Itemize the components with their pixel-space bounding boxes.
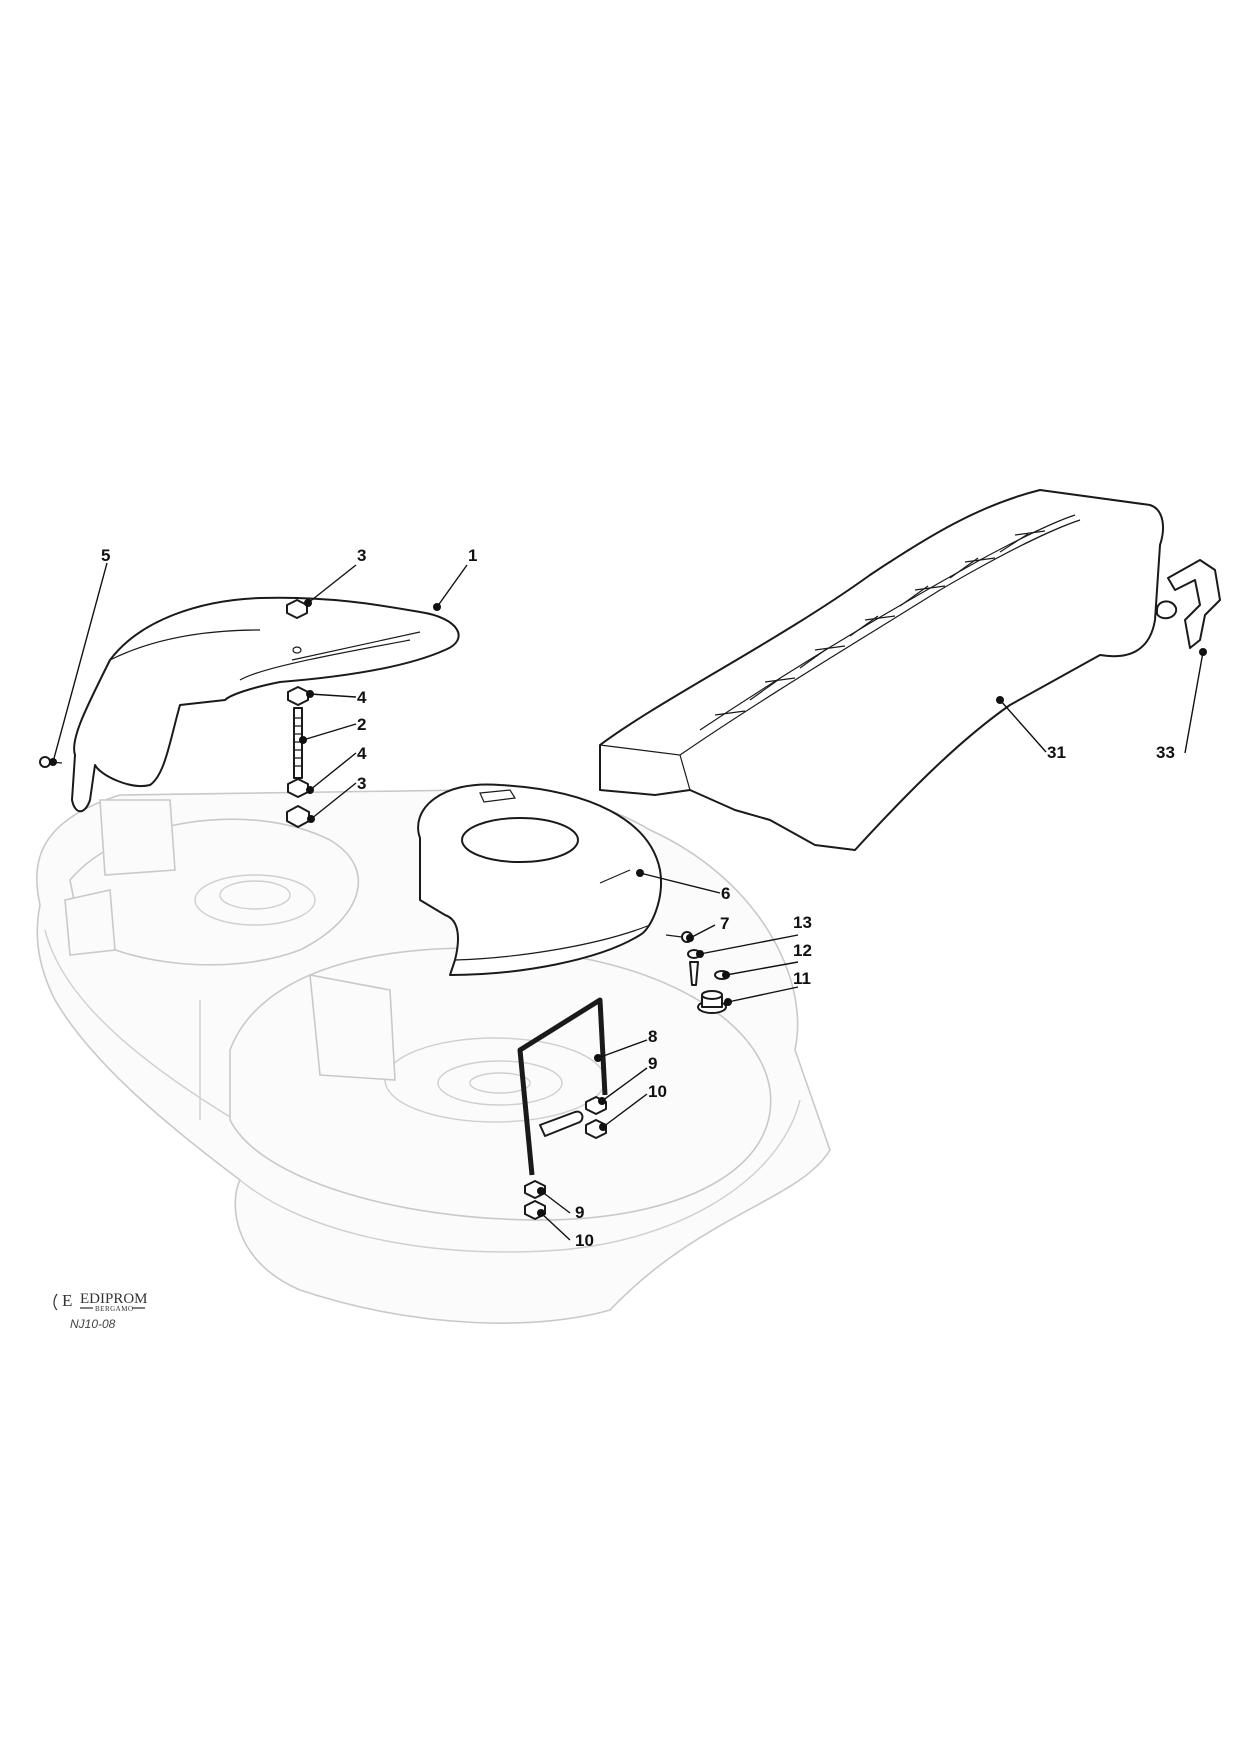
part-9-10-nuts	[524, 1096, 607, 1220]
callout-4-lower: 4	[357, 744, 367, 763]
callout-10-upper: 10	[648, 1082, 667, 1101]
callout-2: 2	[357, 715, 366, 734]
callout-6: 6	[721, 884, 730, 903]
callout-7: 7	[720, 914, 729, 933]
callout-31: 31	[1047, 743, 1066, 762]
ediprom-logo: E EDIPROM BERGAMO	[53, 1291, 148, 1313]
leader-lines	[49, 562, 1207, 1241]
logo-city: BERGAMO	[95, 1305, 134, 1313]
part-13-washer	[687, 949, 701, 986]
part-33-bracket	[1156, 559, 1221, 649]
callout-9-upper: 9	[648, 1054, 657, 1073]
part-3-nut-top	[286, 599, 308, 619]
callout-8: 8	[648, 1027, 657, 1046]
drawing-code: NJ10-08	[70, 1317, 116, 1331]
callout-9-lower: 9	[575, 1203, 584, 1222]
callout-10-lower: 10	[575, 1231, 594, 1250]
callout-13: 13	[793, 913, 812, 932]
logo-mark: E	[62, 1291, 72, 1310]
callout-12: 12	[793, 941, 812, 960]
part-11-spacer	[697, 990, 727, 1014]
logo-name: EDIPROM	[80, 1291, 148, 1307]
part-31-discharge-chute	[599, 489, 1164, 851]
callout-labels: 1 3 5 4 2 4 3 6 31 33 7 13 12 11 8 9 10 …	[101, 546, 1175, 1250]
part-8-u-handle	[517, 997, 608, 1176]
callout-5: 5	[101, 546, 110, 565]
callout-33: 33	[1156, 743, 1175, 762]
callout-3-top: 3	[357, 546, 366, 565]
callout-1: 1	[468, 546, 477, 565]
callout-3-bottom: 3	[357, 774, 366, 793]
callout-11: 11	[793, 969, 811, 988]
part-1-cover-plate	[71, 596, 460, 813]
part-2-stud-stack	[286, 686, 310, 828]
part-6-housing-cover	[417, 783, 662, 976]
callout-4-upper: 4	[357, 688, 367, 707]
